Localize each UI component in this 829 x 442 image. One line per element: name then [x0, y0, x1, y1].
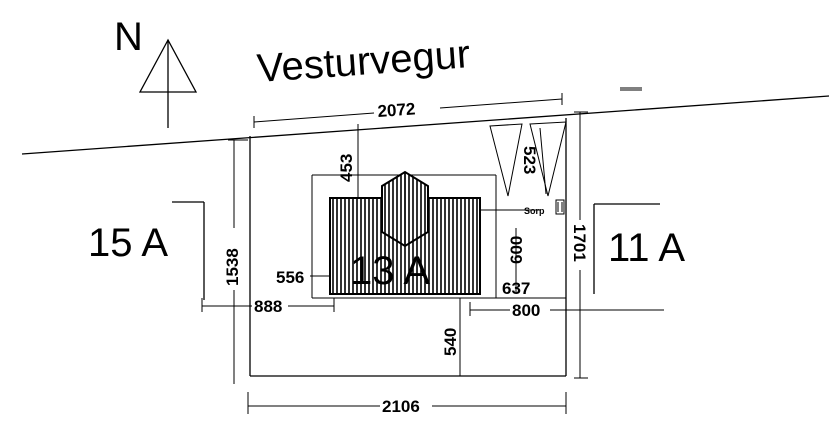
lot-boundary	[249, 118, 567, 377]
lot-15a-label: 15 A	[88, 221, 168, 265]
dim-600-label: 600	[507, 236, 526, 264]
dim-left-label: 1538	[223, 248, 242, 286]
small-mark	[620, 87, 642, 91]
sorp-label: Sorp	[524, 206, 545, 216]
lot-13a-label: 13 A	[350, 249, 430, 293]
dim-888	[201, 298, 335, 312]
dim-523-label: 523	[520, 146, 539, 174]
bin-icon	[555, 199, 565, 215]
parking-wedges	[489, 121, 567, 197]
dim-800	[469, 302, 664, 316]
dim-637-label: 637	[502, 279, 530, 298]
dim-top	[253, 93, 563, 128]
lot-11a-label: 11 A	[608, 226, 685, 270]
dim-right-label: 1701	[570, 224, 589, 262]
dim-453-label: 453	[337, 154, 356, 182]
dim-556-label: 556	[276, 268, 304, 287]
dim-888-label: 888	[254, 297, 282, 316]
street-name: Vesturvegur	[256, 32, 472, 91]
house-gable-icon	[381, 170, 429, 248]
north-label: N	[114, 15, 143, 59]
lot-15a-outline	[172, 201, 205, 300]
dim-top-label: 2072	[377, 99, 416, 121]
dim-800-label: 800	[512, 301, 540, 320]
dim-bottom	[247, 392, 567, 414]
north-arrow-icon	[138, 38, 198, 128]
dim-bottom-label: 2106	[382, 397, 420, 416]
dim-right	[574, 111, 588, 379]
dim-540-label: 540	[441, 328, 460, 356]
lot-11a-outline	[593, 203, 660, 294]
street-line	[21, 95, 829, 155]
